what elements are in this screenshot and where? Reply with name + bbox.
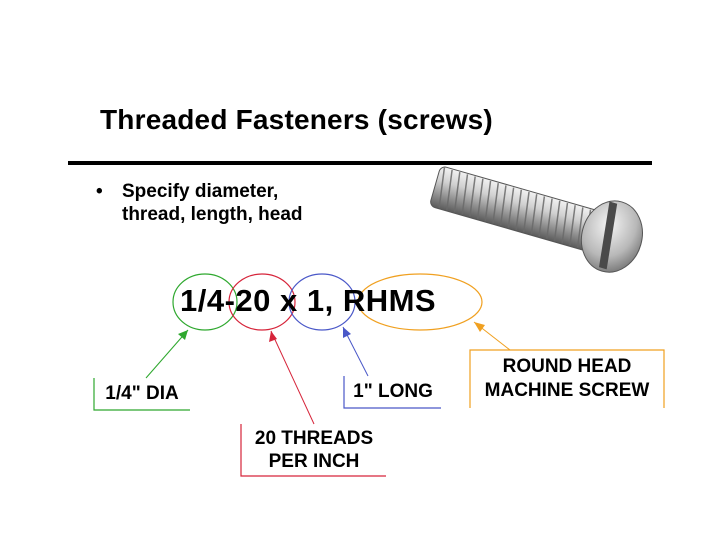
- diameter-label: 1/4" DIA: [105, 383, 179, 404]
- head-leader: [473, 321, 511, 351]
- threads-callout: 20 THREADS PER INCH: [244, 427, 384, 473]
- screw-spec-text: 1/4-20 x 1, RHMS: [180, 283, 437, 318]
- threads-leader: [269, 330, 315, 425]
- bullet-text: Specify diameter, thread, length, head: [122, 180, 303, 226]
- slide-title: Threaded Fasteners (screws): [100, 104, 493, 135]
- head-box-border: [469, 349, 665, 408]
- length-ellipse: [288, 273, 356, 331]
- diameter-callout: 1/4" DIA: [97, 382, 187, 406]
- bullet-line-1: Specify diameter,: [122, 181, 279, 202]
- head-ellipse: [357, 273, 483, 331]
- threads-ellipse: [228, 273, 296, 331]
- head-label-line-1: ROUND HEAD: [502, 356, 632, 377]
- bullet-dot: •: [96, 181, 103, 202]
- round-head-screw-icon: [430, 166, 643, 273]
- head-callout: ROUND HEAD MACHINE SCREW: [472, 355, 662, 403]
- length-box-border: [343, 376, 441, 409]
- diameter-ellipse: [172, 273, 238, 331]
- head-label-line-2: MACHINE SCREW: [484, 380, 650, 401]
- diameter-box-border: [93, 378, 190, 411]
- bullet-line-2: thread, length, head: [122, 204, 303, 225]
- length-leader: [342, 326, 369, 377]
- length-callout: 1" LONG: [347, 380, 439, 404]
- threads-box-border: [240, 424, 386, 477]
- threads-label-line-2: PER INCH: [268, 451, 360, 472]
- length-label: 1" LONG: [353, 381, 433, 402]
- diameter-leader: [145, 329, 189, 379]
- threads-label-line-1: 20 THREADS: [254, 428, 374, 449]
- title-underline: [68, 161, 652, 165]
